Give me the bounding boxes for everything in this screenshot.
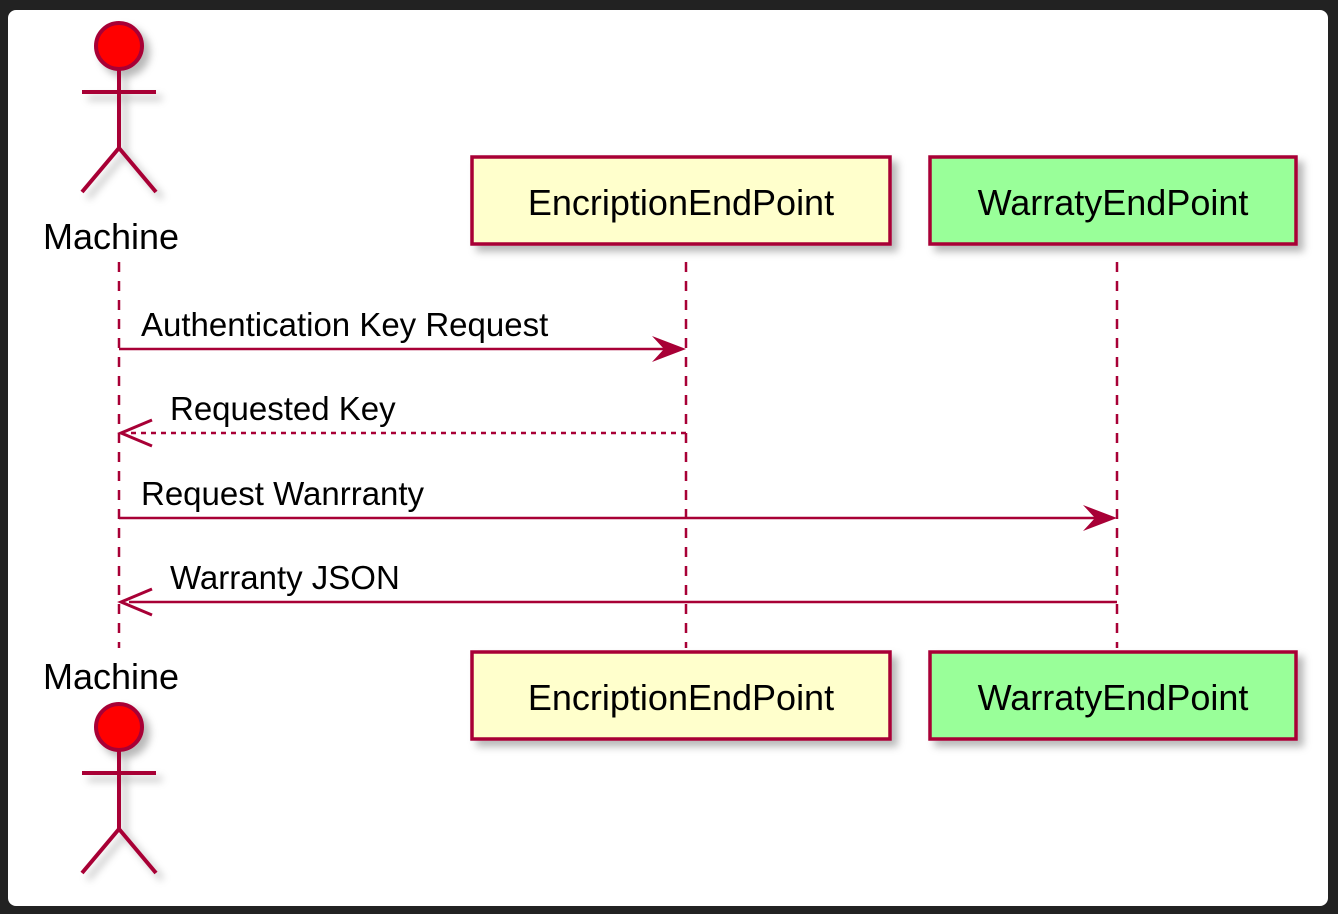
actor-machine-top	[80, 21, 158, 194]
participant-warranty-top	[928, 155, 1298, 246]
arrowhead-right-icon	[652, 336, 686, 362]
actor-machine-top-label: Machine	[43, 216, 179, 257]
actor-head-icon	[94, 21, 144, 71]
arrowhead-left-icon	[117, 418, 153, 448]
arrowhead-right-icon	[1083, 505, 1117, 531]
actor-head-icon	[94, 702, 144, 752]
message-label: Authentication Key Request	[141, 306, 548, 343]
participant-warranty-bottom	[928, 650, 1298, 741]
participant-warranty-top-label: WarratyEndPoint	[978, 182, 1249, 223]
arrowhead-left-icon	[117, 587, 153, 617]
participant-encryption-top-label: EncriptionEndPoint	[528, 182, 834, 223]
actor-machine-bottom	[80, 702, 158, 875]
participant-encryption-bottom	[470, 650, 892, 741]
message-label: Requested Key	[170, 390, 396, 427]
message-label: Warranty JSON	[170, 559, 400, 596]
participant-encryption-bottom-label: EncriptionEndPoint	[528, 677, 834, 718]
participant-encryption-top	[470, 155, 892, 246]
message-label: Request Wanrranty	[141, 475, 425, 512]
actor-machine-bottom-label: Machine	[43, 656, 179, 697]
participant-warranty-bottom-label: WarratyEndPoint	[978, 677, 1249, 718]
